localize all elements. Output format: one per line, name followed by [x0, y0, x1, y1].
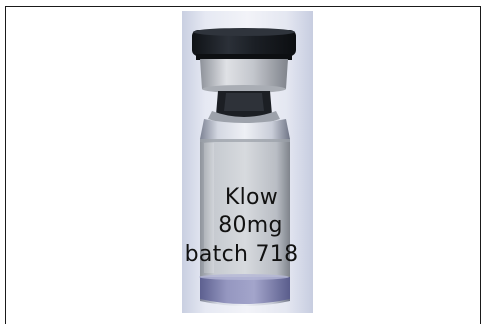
vial-liquid	[199, 274, 290, 304]
vial-neck	[208, 91, 280, 125]
vial-cap	[192, 28, 296, 60]
vial-photo: Klow 80mg batch 718	[182, 11, 313, 313]
vial-crimp	[200, 59, 288, 93]
label-line-dose: 80mg	[218, 213, 283, 238]
label-line-batch: batch 718	[184, 242, 299, 267]
vial-illustration	[192, 28, 296, 306]
label-line-name: Klow	[224, 185, 279, 210]
vial-label	[200, 139, 290, 277]
